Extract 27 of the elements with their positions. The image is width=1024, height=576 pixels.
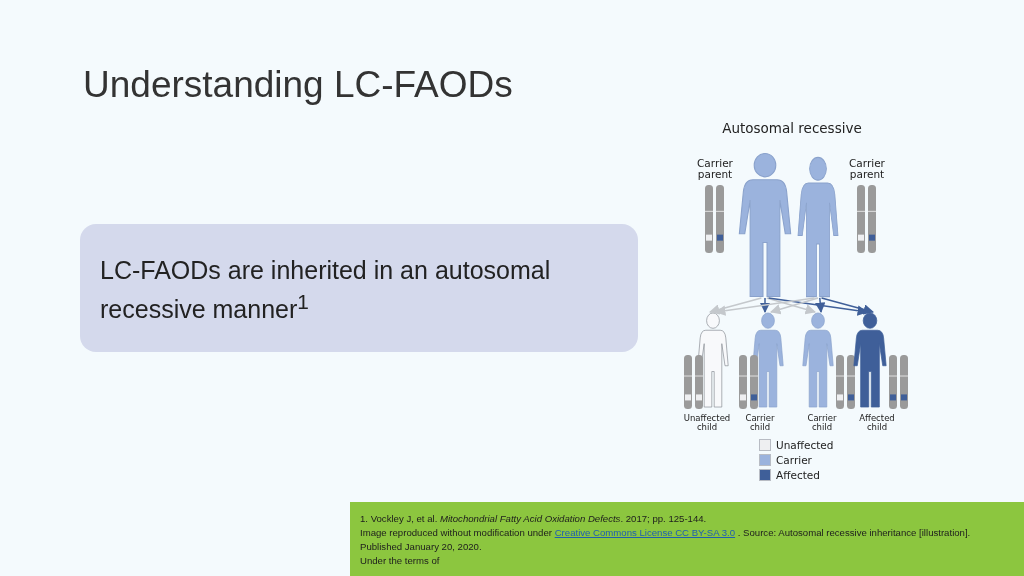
legend-text: Affected [776,469,820,481]
inheritance-arrow [709,297,763,315]
text-card [80,224,638,352]
terms-text: Under the terms of [360,553,441,568]
person-caption: Carrier child [744,414,776,432]
person-silhouette [802,312,834,408]
person-caption: Carrier child [806,414,838,432]
inheritance-arrow [814,297,826,314]
legend-text: Unaffected [776,439,834,451]
reference-text: 1. Vockley J, et al. Mitochondrial Fatty Acid Oxidation Defects. 2017; pp. 125-144. [360,512,708,526]
license-link: Creative Commons License CC BY-SA 3.0 [554,526,736,538]
card-text: LC-FAODs are inherited in an autosomal recessive manner$^{1}$ [100,255,552,326]
slide-title: Understanding LC-FAODs [83,64,513,106]
person-silhouette [738,152,792,298]
inheritance-arrow [820,297,874,315]
legend-text: Carrier [776,454,812,466]
person-caption: Affected child [858,414,896,432]
person-silhouette [752,312,784,408]
person-caption: Carrier parent [696,158,734,181]
person-caption: Carrier parent [848,158,886,181]
person-silhouette [697,312,729,408]
image-credit-text: Image reproduced without modification under Creative Commons License CC BY-SA 3.0 . Source: Autosomal recessive inheritance [illustration]. Published January 20, 2020. [360,525,972,554]
person-silhouette [797,156,839,298]
inheritance-arrow [759,297,771,314]
person-caption: Unaffected child [682,414,732,432]
person-silhouette [853,312,887,408]
figure-heading: Autosomal recessive [721,120,863,136]
